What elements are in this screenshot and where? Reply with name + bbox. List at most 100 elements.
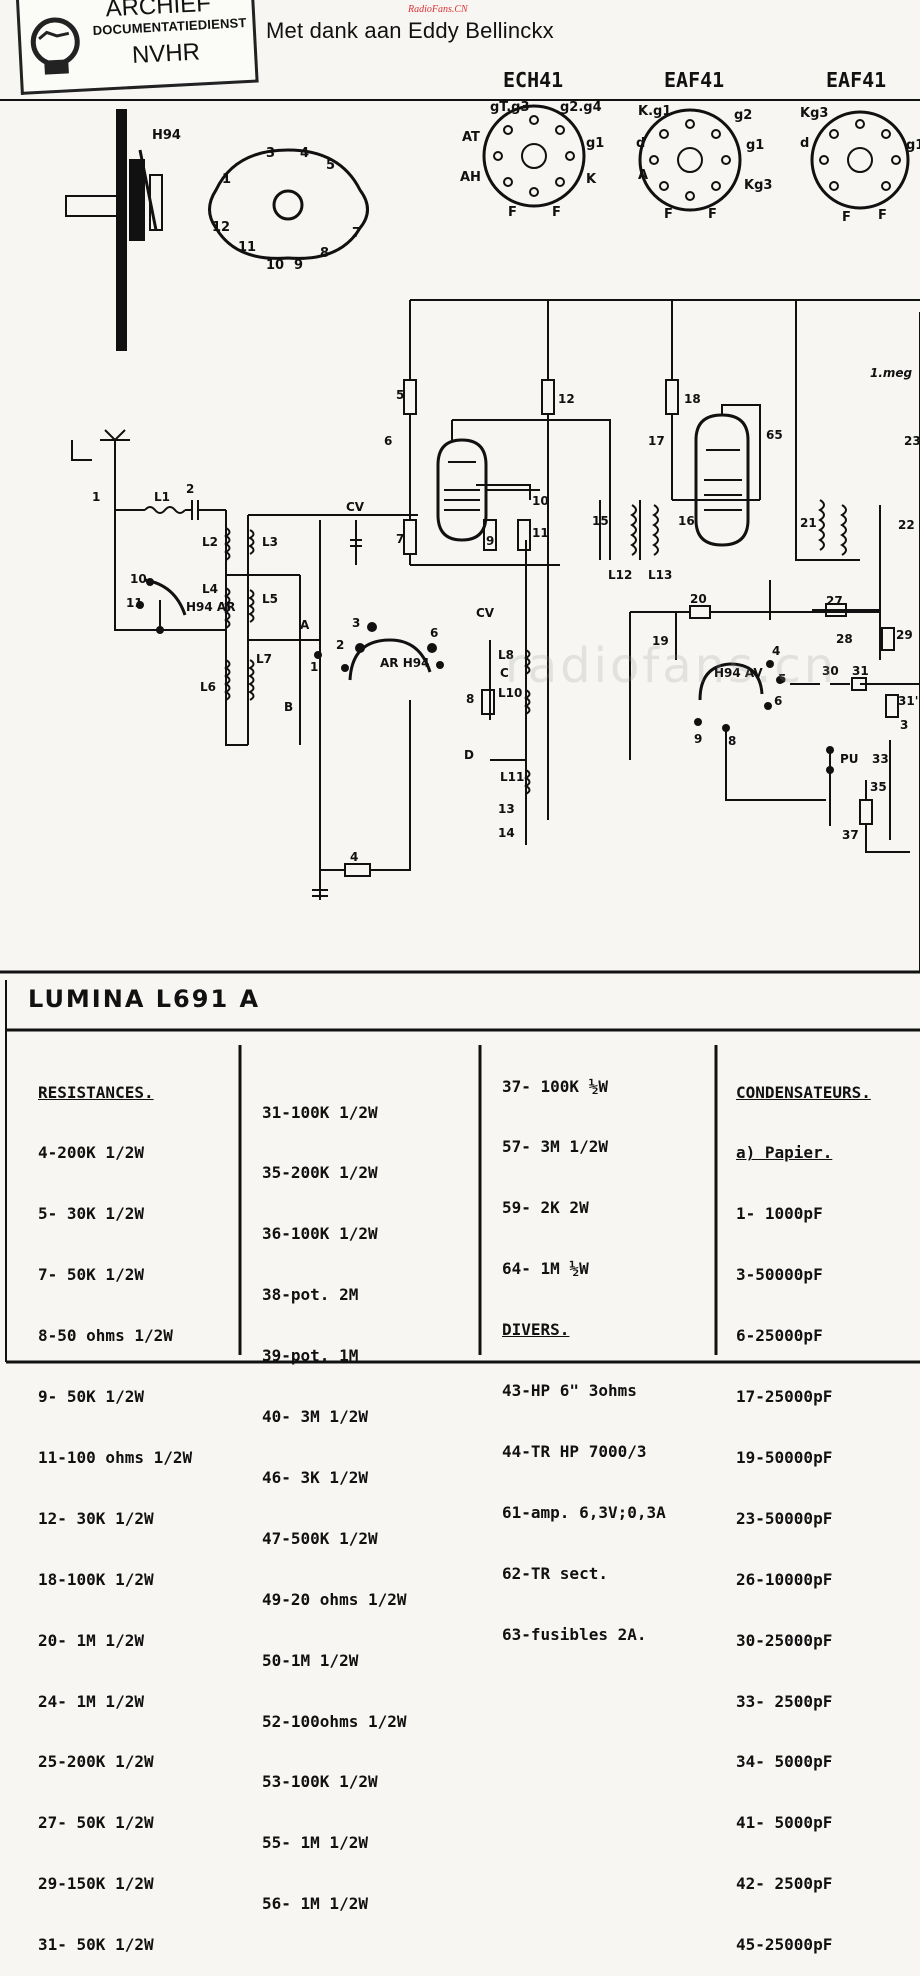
switch-shaft: [65, 195, 119, 217]
label-r31b: 31': [898, 694, 919, 708]
switch-shaft-plate: [116, 109, 127, 351]
bom-column-resistances-2: 31-100K 1/2W 35-200K 1/2W 36-100K 1/2W 3…: [262, 1062, 407, 1935]
label-c2: 2: [186, 482, 195, 496]
switch-pin: 1: [222, 172, 232, 187]
coil-l4: [223, 587, 231, 629]
bom-column-condensateurs: CONDENSATEURS. a) Papier. 1- 1000pF 3-50…: [736, 1042, 871, 1976]
switch-pin: 4: [300, 146, 310, 161]
schematic-drawing: [0, 99, 920, 1364]
resistor-31: [851, 677, 867, 691]
if-transformer-2: [818, 499, 825, 551]
bom-row: 1- 1000pF: [736, 1204, 823, 1224]
bom-row: 55- 1M 1/2W: [262, 1833, 368, 1853]
antenna-icon: [100, 429, 130, 490]
label-r12: 12: [558, 392, 575, 406]
label-r20: 20: [690, 592, 707, 606]
label-sc: C: [500, 666, 509, 680]
bom-row: 40- 3M 1/2W: [262, 1407, 368, 1427]
bom-row: 59- 2K 2W: [502, 1198, 589, 1218]
resistor-27: [825, 603, 847, 617]
label-p6: 6: [430, 626, 439, 640]
resistor-12: [541, 379, 555, 415]
label-pu: PU: [840, 752, 859, 766]
label-l1: L1: [154, 490, 170, 504]
switch-pin: 9: [294, 258, 304, 273]
coil-l10: [523, 689, 531, 715]
bom-row: 38-pot. 2M: [262, 1285, 359, 1305]
socket-eaf41-1: [638, 108, 742, 212]
tube-eaf41: [694, 413, 750, 547]
label-c13: 13: [498, 802, 515, 816]
label-cv: CV: [346, 500, 365, 514]
watermark-top: RadioFans.CN: [408, 4, 468, 15]
label-l12: L12: [608, 568, 633, 582]
label-p3: 3: [352, 616, 361, 630]
resistor-20: [689, 605, 711, 619]
bom-row: 64- 1M ½W: [502, 1259, 589, 1279]
bom-row: 57- 3M 1/2W: [502, 1137, 608, 1157]
label-sw3: H94 AV: [714, 666, 763, 680]
label-sw2: AR H94: [380, 656, 430, 670]
bom-row: 49-20 ohms 1/2W: [262, 1589, 407, 1609]
bom-row: 44-TR HP 7000/3: [502, 1441, 647, 1461]
resistor-5: [403, 379, 417, 415]
resistor-31b: [885, 694, 899, 718]
bom-column-divers: 37- 100K ½W 57- 3M 1/2W 59- 2K 2W 64- 1M…: [502, 1036, 666, 1665]
bom-header: DIVERS.: [502, 1320, 570, 1340]
label-c21: 21: [800, 516, 817, 530]
pin-label: d: [800, 136, 810, 151]
tube-name-eaf41-2: EAF41: [826, 68, 887, 92]
resistor-37: [859, 799, 873, 825]
bom-row: 7- 50K 1/2W: [38, 1265, 144, 1285]
bom-row: 27- 50K 1/2W: [38, 1813, 154, 1833]
pin-label: F: [878, 208, 887, 223]
bom-row: 19-50000pF: [736, 1447, 833, 1467]
bom-row: 4-200K 1/2W: [38, 1143, 144, 1163]
label-p10: 10: [130, 572, 147, 586]
bom-column-resistances: RESISTANCES. 4-200K 1/2W 5- 30K 1/2W 7- …: [38, 1042, 192, 1976]
label-l8: L8: [498, 648, 514, 662]
socket-ech41: [482, 104, 586, 208]
coil-l5: [247, 589, 255, 623]
bom-row: 45-25000pF: [736, 1935, 833, 1955]
label-r9: 9: [486, 534, 495, 548]
pin-label: g1: [906, 138, 920, 153]
socket-pin-holes: [493, 115, 901, 201]
label-d: D: [464, 748, 474, 762]
switch-pin: 11: [238, 240, 257, 255]
pin-label: Kg3: [800, 106, 829, 121]
switch-pin: 3: [266, 146, 276, 161]
bom-row: 18-100K 1/2W: [38, 1569, 154, 1589]
bom-row: 41- 5000pF: [736, 1813, 833, 1833]
pin-label: d: [636, 136, 646, 151]
if-transformer-1: [599, 500, 641, 560]
bom-row: 5- 30K 1/2W: [38, 1204, 144, 1224]
switch-center-hole: [272, 189, 304, 221]
label-sa: A: [300, 618, 310, 632]
coil-l6: [223, 659, 231, 701]
label-c3: 3: [900, 718, 909, 732]
resistor-7: [403, 519, 417, 555]
label-p6b: 6: [774, 694, 783, 708]
resistor-18: [665, 379, 679, 415]
bom-header: CONDENSATEURS.: [736, 1082, 871, 1102]
bom-row: 23-50000pF: [736, 1508, 833, 1528]
pin-label: g2.g4: [560, 100, 602, 115]
label-c14: 14: [498, 826, 515, 840]
label-c19: 19: [652, 634, 669, 648]
bom-row: 52-100ohms 1/2W: [262, 1711, 407, 1731]
switch-side-label: H94: [152, 128, 181, 143]
label-c16: 16: [678, 514, 695, 528]
bom-row: 34- 5000pF: [736, 1752, 833, 1772]
capacitor-8: [481, 689, 495, 715]
label-c23: 23: [904, 434, 920, 448]
pin-label: F: [508, 205, 517, 220]
label-l2: L2: [202, 535, 218, 549]
coil-l2: [223, 527, 231, 561]
pin-label: g1: [746, 138, 765, 153]
pin-label: F: [842, 210, 851, 225]
label-p4: 4: [772, 644, 781, 658]
label-l10: L10: [498, 686, 523, 700]
label-meg: 1.meg: [870, 366, 913, 380]
bom-row: 8-50 ohms 1/2W: [38, 1326, 173, 1346]
